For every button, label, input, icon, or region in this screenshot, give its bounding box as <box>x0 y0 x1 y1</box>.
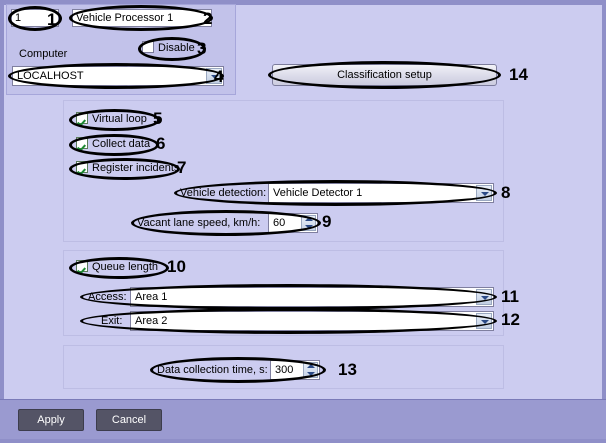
cancel-button[interactable]: Cancel <box>96 409 162 431</box>
classification-setup-button[interactable]: Classification setup <box>272 64 497 86</box>
stepper-buttons[interactable] <box>301 215 316 231</box>
access-dropdown[interactable]: Area 1 <box>130 287 494 307</box>
virtual-loop-label: Virtual loop <box>92 113 147 125</box>
apply-button[interactable]: Apply <box>18 409 84 431</box>
queue-length-label: Queue length <box>92 261 159 273</box>
data-collection-time-stepper[interactable]: 300 <box>270 360 320 380</box>
annotation-number-11: 11 <box>501 287 519 306</box>
annotation-number-14: 14 <box>509 65 528 84</box>
annotation-number-2: 2 <box>203 9 213 28</box>
annotation-number-1: 1 <box>47 10 57 29</box>
queue-panel <box>63 250 504 336</box>
vacant-lane-speed-stepper[interactable]: 60 <box>268 213 318 233</box>
virtual-loop-checkbox[interactable]: Virtual loop <box>76 112 147 126</box>
window-right-frame <box>602 0 606 443</box>
chevron-down-icon[interactable] <box>476 289 492 305</box>
stepper-up-icon[interactable] <box>305 217 313 221</box>
disable-checkbox-label: Disable <box>158 42 195 54</box>
checkbox-box-icon <box>142 41 154 53</box>
exit-value: Area 2 <box>135 315 168 327</box>
access-value: Area 1 <box>135 291 168 303</box>
checkbox-box-icon <box>76 112 88 124</box>
collect-data-label: Collect data <box>92 138 151 150</box>
vehicle-detection-dropdown[interactable]: Vehicle Detector 1 <box>268 183 494 203</box>
vehicle-detection-label: Vehicle detection: <box>180 187 267 199</box>
annotation-number-5: 5 <box>153 109 163 128</box>
disable-checkbox[interactable]: Disable <box>142 41 195 55</box>
checkbox-box-icon <box>76 260 88 272</box>
annotation-number-3: 3 <box>197 39 207 58</box>
stepper-buttons[interactable] <box>303 362 318 378</box>
annotation-number-13: 13 <box>338 360 357 379</box>
stepper-down-icon[interactable] <box>307 372 315 376</box>
annotation-number-10: 10 <box>167 257 186 276</box>
annotation-number-6: 6 <box>156 134 166 153</box>
register-incidents-checkbox[interactable]: Register incidents <box>76 161 179 175</box>
chevron-down-icon[interactable] <box>476 185 492 201</box>
data-collection-time-value: 300 <box>275 364 294 376</box>
dialog-footer <box>0 399 606 443</box>
access-label: Access: <box>88 291 127 303</box>
chevron-down-icon[interactable] <box>476 313 492 329</box>
vacant-lane-speed-label: Vacant lane speed, km/h: <box>137 217 261 229</box>
stepper-up-icon[interactable] <box>307 364 315 368</box>
queue-length-checkbox[interactable]: Queue length <box>76 260 158 274</box>
window-top-frame <box>0 0 606 5</box>
timing-panel <box>63 345 504 389</box>
computer-host-value: LOCALHOST <box>17 70 84 82</box>
vehicle-detection-value: Vehicle Detector 1 <box>273 187 363 199</box>
object-name-input[interactable]: Vehicle Processor 1 <box>72 9 212 27</box>
annotation-number-12: 12 <box>501 310 520 329</box>
collect-data-checkbox[interactable]: Collect data <box>76 137 150 151</box>
annotation-number-7: 7 <box>177 158 187 177</box>
window-left-frame <box>0 0 4 443</box>
object-id-input[interactable]: 1 <box>11 9 59 27</box>
register-incidents-label: Register incidents <box>92 162 180 174</box>
annotation-number-8: 8 <box>501 183 511 202</box>
computer-label: Computer <box>19 48 68 60</box>
computer-host-dropdown[interactable]: LOCALHOST <box>12 66 224 86</box>
exit-label: Exit: <box>101 315 123 327</box>
exit-dropdown[interactable]: Area 2 <box>130 311 494 331</box>
window-bottom-frame <box>0 439 606 443</box>
checkbox-box-icon <box>76 137 88 149</box>
stepper-down-icon[interactable] <box>305 225 313 229</box>
checkbox-box-icon <box>76 161 88 173</box>
annotation-number-4: 4 <box>214 67 224 86</box>
data-collection-time-label: Data collection time, s: <box>157 364 268 376</box>
vacant-lane-speed-value: 60 <box>273 217 286 229</box>
annotation-number-9: 9 <box>322 212 332 231</box>
detection-panel <box>63 100 504 242</box>
